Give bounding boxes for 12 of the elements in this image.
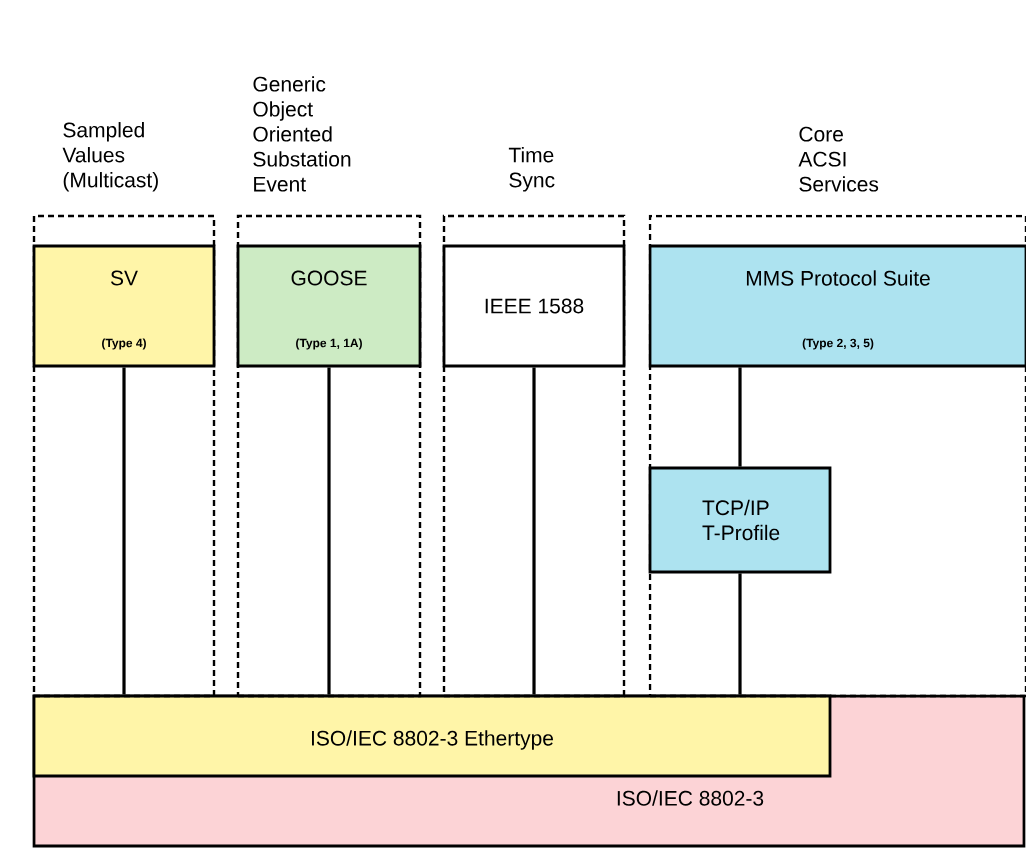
column-heading: Core ACSI Services: [798, 126, 879, 192]
protocol-box: IEEE 1588: [442, 244, 626, 368]
column-heading: Generic Object Oriented Substation Event: [253, 76, 351, 192]
connector-line: [738, 573, 742, 695]
connector-line: [532, 367, 536, 695]
connector-line: [122, 367, 126, 695]
connector-line: [327, 367, 331, 695]
connector-line: [738, 367, 742, 467]
column-heading: Sampled Values (Multicast): [62, 122, 158, 192]
layer-band: ISO/IEC 8802-3 Ethertype: [32, 694, 832, 778]
protocol-box: TCP/IP T-Profile: [648, 466, 832, 574]
column-heading: Time Sync: [508, 147, 555, 192]
